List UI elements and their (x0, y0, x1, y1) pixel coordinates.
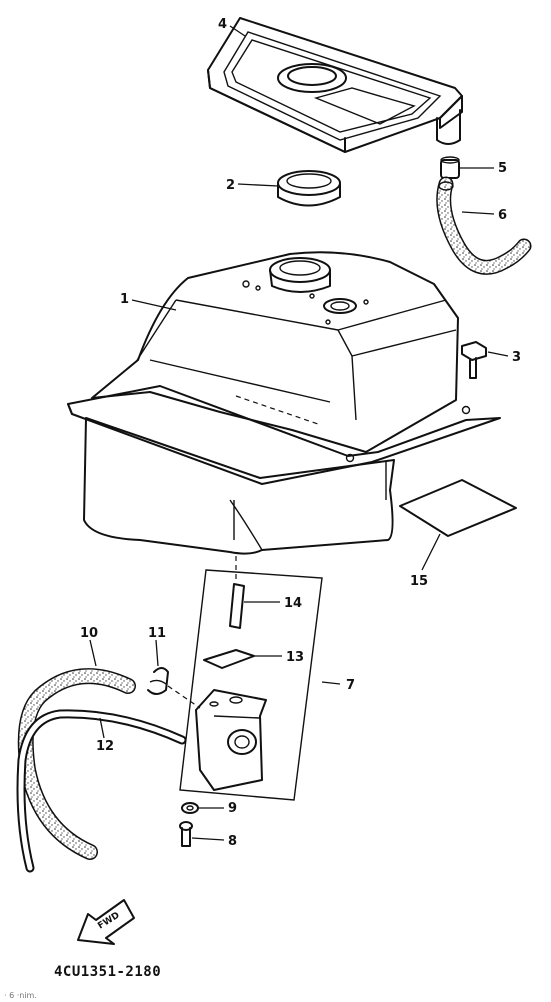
callout-14: 14 (284, 596, 302, 611)
part-13-gasket (203, 649, 255, 669)
forward-direction-arrow: FWD (77, 899, 135, 945)
callout-5: 5 (498, 161, 507, 176)
part-2-fuel-cap (277, 170, 341, 207)
part-1-fuel-tank (67, 251, 501, 555)
callout-10: 10 (80, 626, 98, 641)
callout-9: 9 (228, 801, 237, 816)
footer-note: · 6 ·nim. (4, 991, 37, 1000)
part-5-hose-fitting (440, 156, 460, 179)
part-3-bolt (461, 341, 487, 379)
part-14-strainer (229, 583, 245, 629)
callout-8: 8 (228, 834, 237, 849)
part-12-vacuum-hose (16, 709, 187, 873)
diagram-code: 4CU1351-2180 (54, 964, 161, 980)
part-11-hose-clamp (147, 667, 201, 709)
part-6-breather-hose (436, 176, 532, 275)
callout-4: 4 (218, 17, 227, 32)
part-10-fuel-hose (17, 668, 136, 860)
part-4-tank-cover (207, 17, 463, 153)
callout-6: 6 (498, 208, 507, 223)
callout-7: 7 (346, 678, 355, 693)
callout-12: 12 (96, 739, 114, 754)
callout-labels: 4 2 1 3 5 6 15 14 13 7 10 11 12 9 8 (80, 17, 521, 849)
part-7-fuel-cock-assembly (179, 556, 323, 801)
part-9-washer (181, 802, 199, 814)
callout-1: 1 (120, 292, 129, 307)
callout-15: 15 (410, 574, 428, 589)
callout-13: 13 (286, 650, 304, 665)
callout-2: 2 (226, 178, 235, 193)
callout-3: 3 (512, 350, 521, 365)
part-15-damper-pad (399, 479, 517, 537)
part-8-screw (179, 821, 193, 847)
callout-11: 11 (148, 626, 166, 641)
leader-lines (89, 25, 509, 841)
